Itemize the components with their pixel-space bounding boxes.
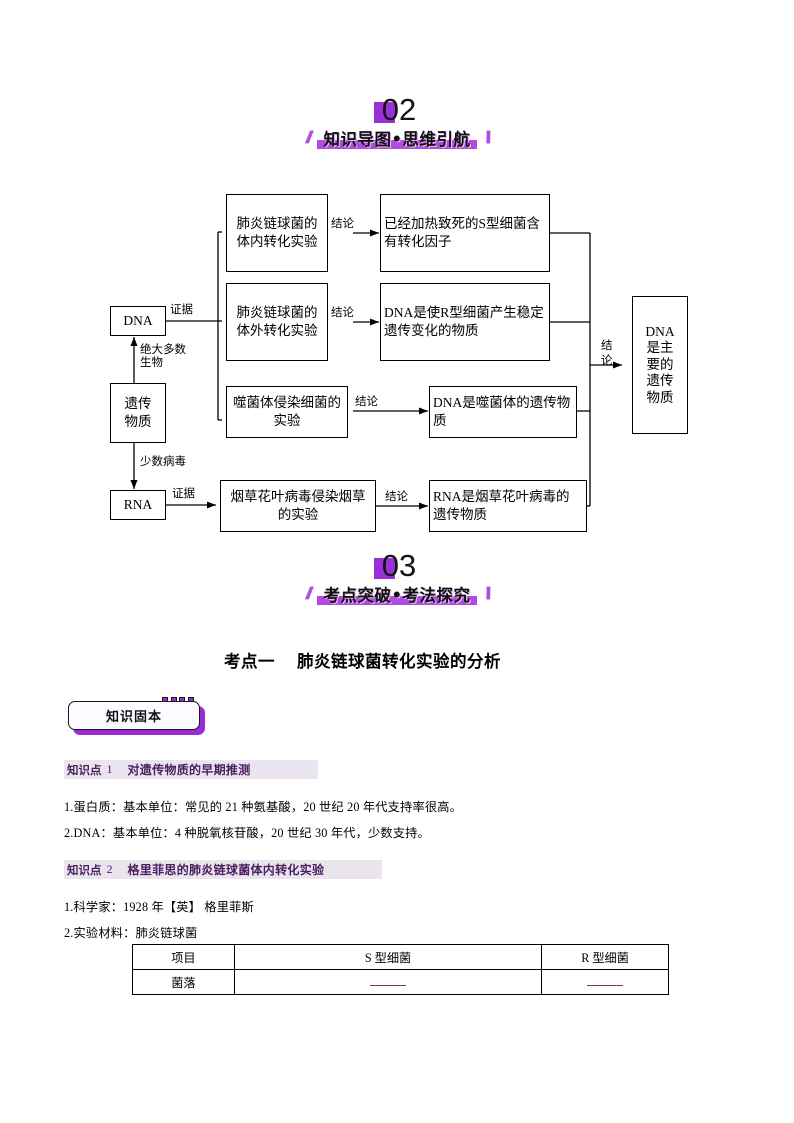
knowledge-point-header-1: 知识点 1 对遗传物质的早期推测 xyxy=(64,760,318,779)
flowbox-genetic-material: 遗传物质 xyxy=(110,383,166,443)
flowbox-exp-in-vitro-label: 肺炎链球菌的体外转化实验 xyxy=(236,305,318,338)
flowbox-exp-tmv: 烟草花叶病毒侵染烟草的实验 xyxy=(220,480,376,532)
kp-num-1: 1 xyxy=(106,762,113,776)
blank-answer-line[interactable] xyxy=(587,978,624,986)
flowbox-conclusion-in-vivo-label: 已经加热致死的S型细菌含有转化因子 xyxy=(384,216,541,249)
flowbox-conclusion-tmv: RNA是烟草花叶病毒的遗传物质 xyxy=(429,480,587,532)
kaodian-label: 考点一 xyxy=(224,652,275,671)
flowlabel-evidence-rna: 证据 xyxy=(172,488,195,500)
kaodian-title: 肺炎链球菌转化实验的分析 xyxy=(297,652,501,671)
kp-title-2: 格里菲思的肺炎链球菌体内转化实验 xyxy=(127,863,325,877)
table-header-s-type: S 型细菌 xyxy=(233,944,543,970)
flowbox-rna: RNA xyxy=(110,490,166,520)
colony-comparison-table: 项目 S 型细菌 R 型细菌 菌落 xyxy=(132,944,669,995)
flowlabel-most-organisms: 绝大多数生物 xyxy=(140,344,186,370)
kp1-line-2: 2.DNA：基本单位：4 种脱氧核苷酸，20 世纪 30 年代，少数支持。 xyxy=(64,826,430,840)
badge-label: 知识固本 xyxy=(105,710,162,725)
kp2-line-1: 1.科学家：1928 年【英】 格里菲斯 xyxy=(64,900,254,914)
flowbox-dna-label: DNA xyxy=(123,313,153,329)
table-header-row: 项目 S 型细菌 R 型细菌 xyxy=(132,944,669,970)
banner-number: 02 xyxy=(381,92,417,127)
slash-right-icon: \\ xyxy=(482,584,491,603)
banner-number-wrap-02: 02 xyxy=(373,92,417,128)
flowbox-conclusion-tmv-label: RNA是烟草花叶病毒的遗传物质 xyxy=(433,489,570,522)
flowlabel-final-conclusion-a: 结 xyxy=(601,340,613,352)
kp-title-1: 对遗传物质的早期推测 xyxy=(127,763,251,777)
flowbox-conclusion-in-vivo: 已经加热致死的S型细菌含有转化因子 xyxy=(380,194,550,272)
banner-square-icon xyxy=(373,102,395,123)
flowbox-rna-label: RNA xyxy=(123,497,153,513)
banner-title-box: 考点突破•考法探究 xyxy=(317,582,477,606)
banner-underbar xyxy=(317,140,477,149)
slash-right-icon: \\ xyxy=(482,128,491,147)
flowbox-conclusion-phage-label: DNA是噬菌体的遗传物质 xyxy=(433,395,571,428)
flowbox-final-conclusion: DNA是主要的遗传物质 xyxy=(632,296,688,434)
banner-title-row-03: // 考点突破•考法探究 \\ xyxy=(0,582,794,606)
flowlabel-conclusion-2: 结论 xyxy=(331,307,354,319)
kp-num-2: 2 xyxy=(106,862,113,876)
flowbox-conclusion-in-vitro: DNA是使R型细菌产生稳定遗传变化的物质 xyxy=(380,283,550,361)
section-banner-02: 02 // 知识导图•思维引航 \\ xyxy=(0,92,794,150)
flowbox-exp-in-vivo: 肺炎链球菌的体内转化实验 xyxy=(226,194,328,272)
flowbox-exp-tmv-label: 烟草花叶病毒侵染烟草的实验 xyxy=(230,489,366,522)
table-cell-s-colony[interactable] xyxy=(233,969,543,995)
slash-left-icon: // xyxy=(304,584,312,603)
blank-answer-line[interactable] xyxy=(370,978,406,986)
zhishi-guben-badge: 知识固本 xyxy=(64,697,214,741)
table-header-r-type: R 型细菌 xyxy=(541,944,669,970)
flowlabel-few-viruses: 少数病毒 xyxy=(140,456,186,468)
banner-underbar xyxy=(317,596,477,605)
flowbox-genetic-material-label: 遗传物质 xyxy=(124,396,152,429)
section-title: 知识导图•思维引航 xyxy=(323,130,471,149)
flowlabel-conclusion-1: 结论 xyxy=(331,218,354,230)
badge-main: 知识固本 xyxy=(68,701,200,730)
kp1-line-1: 1.蛋白质：基本单位：常见的 21 种氨基酸，20 世纪 20 年代支持率很高。 xyxy=(64,800,462,814)
section-title: 考点突破•考法探究 xyxy=(323,586,471,605)
banner-title-box: 知识导图•思维引航 xyxy=(317,126,477,150)
flowbox-exp-phage-label: 噬菌体侵染细菌的实验 xyxy=(233,395,341,428)
flowlabel-evidence-dna: 证据 xyxy=(170,304,193,316)
banner-square-icon xyxy=(373,558,395,579)
kp2-line-2: 2.实验材料：肺炎链球菌 xyxy=(64,926,198,940)
flowbox-dna: DNA xyxy=(110,306,166,336)
banner-number: 03 xyxy=(381,548,417,583)
flowbox-exp-phage: 噬菌体侵染细菌的实验 xyxy=(226,386,348,438)
flowlabel-conclusion-3: 结论 xyxy=(355,396,378,408)
flowlabel-conclusion-4: 结论 xyxy=(385,491,408,503)
flowlabel-final-conclusion-b: 论 xyxy=(601,355,613,367)
flowbox-final-conclusion-label: DNA是主要的遗传物质 xyxy=(645,323,675,405)
banner-number-wrap-03: 03 xyxy=(373,548,417,584)
flowbox-conclusion-in-vitro-label: DNA是使R型细菌产生稳定遗传变化的物质 xyxy=(384,305,544,338)
table-header-item: 项目 xyxy=(132,944,235,970)
slash-left-icon: // xyxy=(304,128,312,147)
kp-tag-2: 知识点 xyxy=(67,862,102,877)
table-cell-r-colony[interactable] xyxy=(541,969,669,995)
flowbox-exp-in-vitro: 肺炎链球菌的体外转化实验 xyxy=(226,283,328,361)
flowbox-exp-in-vivo-label: 肺炎链球菌的体内转化实验 xyxy=(236,216,318,249)
kp-tag-1: 知识点 xyxy=(67,762,102,777)
kaodian-heading: 考点一 肺炎链球菌转化实验的分析 xyxy=(224,648,501,672)
knowledge-point-header-2: 知识点 2 格里菲思的肺炎链球菌体内转化实验 xyxy=(64,860,382,879)
banner-title-row-02: // 知识导图•思维引航 \\ xyxy=(0,126,794,150)
table-row: 菌落 xyxy=(132,969,669,995)
flowbox-conclusion-phage: DNA是噬菌体的遗传物质 xyxy=(429,386,577,438)
section-banner-03: 03 // 考点突破•考法探究 \\ xyxy=(0,548,794,606)
table-row-label: 菌落 xyxy=(132,969,235,995)
